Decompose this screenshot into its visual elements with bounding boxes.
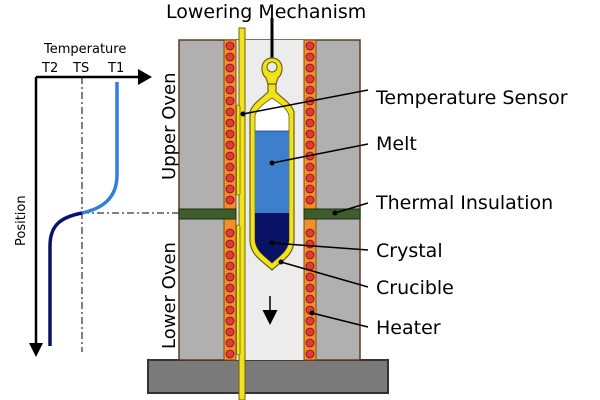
heater-coil-dot [225,261,235,271]
heater-coil-dot [225,129,235,139]
heater-coil-dot [305,316,315,326]
heater-coil-dot [225,140,235,150]
heater-coil-dot [305,349,315,359]
heater-coil-dot [305,63,315,73]
heater-coil-dot [225,118,235,128]
crucible-assembly [249,18,295,271]
y-axis-arrow-icon [29,343,43,357]
heater-coil-dot [305,283,315,293]
leader-melt [271,143,369,164]
heater-coil-dot [305,74,315,84]
heater-coil-dot [225,228,235,238]
heater-coil-dot [225,239,235,249]
x-axis-label: Temperature [43,42,126,57]
heater-coil-dot [225,283,235,293]
heater-coil-dot [225,41,235,51]
insulation-left [178,208,237,220]
heater-coil-dot [225,184,235,194]
sensor-bracket-upper [236,104,241,196]
title-lowering-mechanism: Lowering Mechanism [166,1,366,23]
heater-coil-dot [225,74,235,84]
heater-coil-dot [305,250,315,260]
y-axis-label: Position [14,195,29,246]
heater-coil-dot [225,294,235,304]
heater-coil-dot [225,349,235,359]
melt-region [255,131,289,213]
heater-coil-dot [225,338,235,348]
heater-coil-dot [305,118,315,128]
heater-coil-dot [305,272,315,282]
heater-coil-dot [305,173,315,183]
sensor-bracket-lower [236,224,241,356]
insulation-right [303,208,361,220]
heater-coil-dot [225,63,235,73]
sensor-rod [238,27,246,400]
label-heater: Heater [376,317,441,339]
heater-coil-dot [225,250,235,260]
leader-dot-thermal-insulation [332,210,338,216]
heater-coil-dot [225,195,235,205]
heater-coil-dot [225,272,235,282]
heater-coil-dot [305,41,315,51]
heater-coil-dot [225,85,235,95]
heater-coil-dot [305,107,315,117]
leader-temperature-sensor [242,89,369,115]
heater-coil-dot [225,305,235,315]
heater-coil-dot [225,52,235,62]
upper-oven-label: Upper Oven [159,72,180,180]
heater-coil-dot [225,173,235,183]
tick-label-ts: TS [72,61,89,76]
heater-coil-dot [225,96,235,106]
label-temperature-sensor: Temperature Sensor [375,87,568,109]
leader-dot-melt [269,160,275,166]
heater-coil-dot [305,162,315,172]
leader-crucible [280,261,369,288]
heater-coil-dot [225,327,235,337]
heater-coil-dots [225,41,315,359]
heater-coil-dot [305,129,315,139]
lower-oven-label: Lower Oven [159,242,180,349]
heater-coil-dot [225,151,235,161]
label-crucible: Crucible [376,277,454,299]
label-melt: Melt [376,133,417,155]
crystal-region [255,213,289,263]
leader-dot-crucible [278,259,284,265]
leader-crystal [271,242,369,251]
heater-coil-dot [305,294,315,304]
heater-coil-dot [305,140,315,150]
leader-lines [240,89,369,328]
tick-label-t2: T2 [41,61,58,76]
label-crystal: Crystal [376,240,443,262]
base-plate [147,359,389,394]
heater-coil-dot [305,338,315,348]
tick-label-t1: T1 [107,61,124,76]
heater-coil-dot [305,228,315,238]
leader-thermal-insulation [334,202,369,214]
heater-coil-dot [305,52,315,62]
crucible-hanger-hole [266,61,278,73]
heater-coil-dot [305,327,315,337]
heater-coil-dot [225,107,235,117]
x-axis-arrow-icon [138,69,152,85]
label-thermal-insulation: Thermal Insulation [375,192,553,214]
leader-dot-crystal [269,240,275,246]
heater-coil-dot [305,239,315,249]
heater-coil-dot [305,195,315,205]
heater-coil-dot [225,316,235,326]
heater-coil-dot [305,184,315,194]
furnace: Upper Oven Lower Oven [147,18,389,400]
heater-coil-dot [225,162,235,172]
leader-dot-heater [309,310,315,316]
temperature-curve-hot [81,82,119,215]
heater-coil-dot [305,85,315,95]
leader-dot-temperature-sensor [240,111,246,117]
temperature-curve-cold [48,211,83,346]
leader-heater [311,312,369,328]
